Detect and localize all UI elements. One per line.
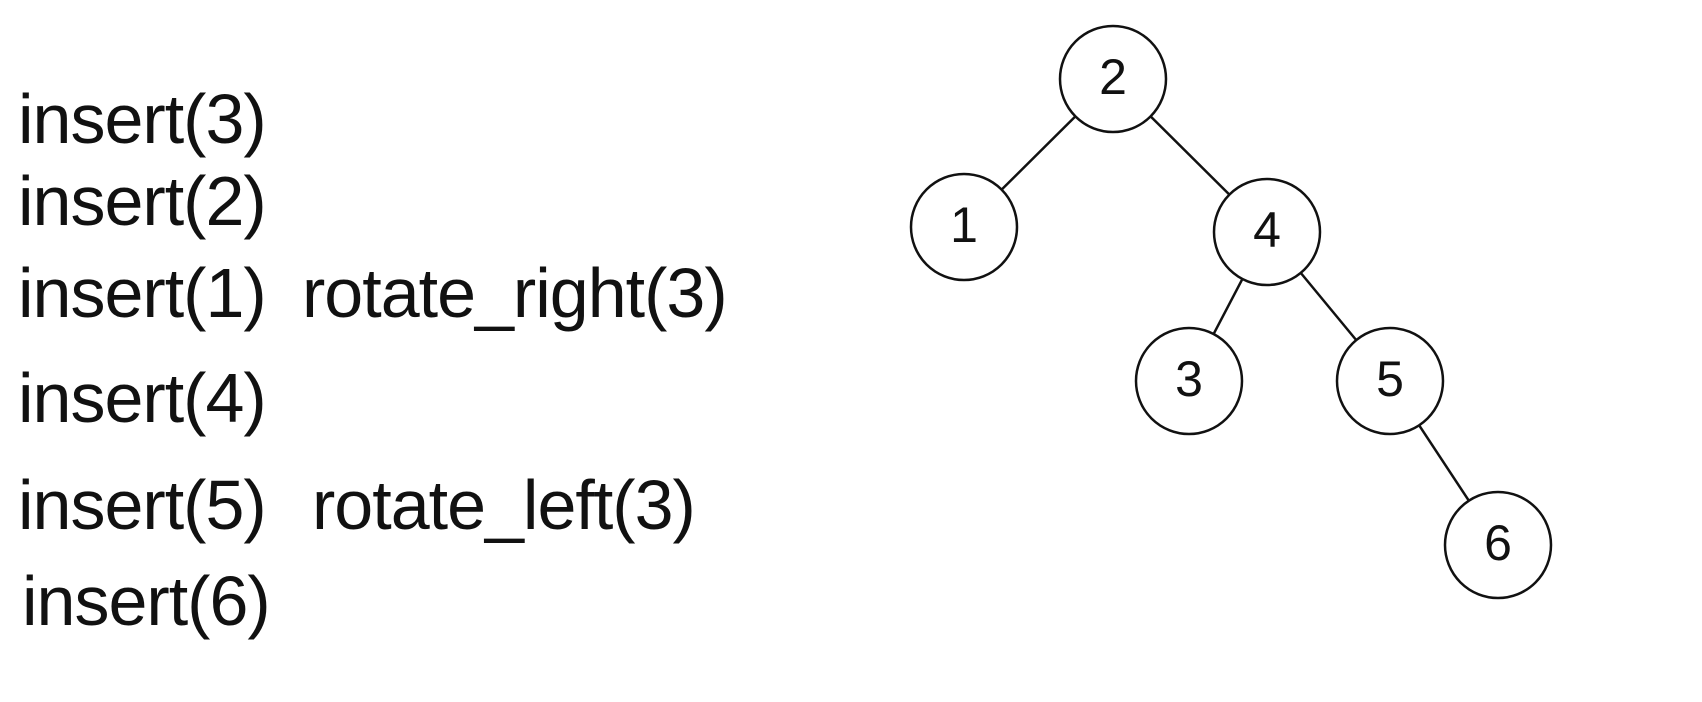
- tree-edge-4-3: [1212, 278, 1244, 335]
- tree-node-label: 4: [1253, 202, 1281, 258]
- tree-node-circle: [1443, 490, 1553, 600]
- insert-op-3: insert(1): [18, 254, 267, 332]
- tree-node-circle: [1335, 326, 1445, 436]
- tree-node-label: 6: [1484, 515, 1512, 571]
- tree-node-circle: [1058, 24, 1168, 134]
- tree-node-2: 2: [1058, 24, 1168, 134]
- tree-node-circle: [1134, 326, 1244, 436]
- tree-edge-2-4: [1149, 115, 1231, 196]
- tree-edge-4-5: [1299, 272, 1358, 341]
- tree-node-label: 2: [1099, 49, 1127, 105]
- tree-node-6: 6: [1443, 490, 1553, 600]
- insert-op-2: insert(2): [18, 162, 267, 240]
- insert-op-4: insert(4): [18, 359, 267, 437]
- rotate-op-right: rotate_right(3): [302, 254, 728, 332]
- tree-node-label: 5: [1376, 351, 1404, 407]
- tree-node-1: 1: [909, 172, 1019, 282]
- rotate-op-left: rotate_left(3): [312, 466, 696, 544]
- tree-node-4: 4: [1212, 177, 1322, 287]
- tree-edges: [1000, 115, 1470, 502]
- tree-node-label: 1: [950, 197, 978, 253]
- tree-edge-5-6: [1418, 424, 1470, 502]
- insert-op-5: insert(5): [18, 466, 267, 544]
- tree-node-circle: [909, 172, 1019, 282]
- insert-op-6: insert(6): [22, 562, 271, 640]
- insert-op-1: insert(3): [18, 80, 267, 158]
- tree-node-5: 5: [1335, 326, 1445, 436]
- tree-nodes: 2 1 4 3 5 6: [909, 24, 1553, 600]
- tree-node-circle: [1212, 177, 1322, 287]
- tree-node-3: 3: [1134, 326, 1244, 436]
- tree-edge-2-1: [1000, 115, 1077, 191]
- tree-node-label: 3: [1175, 351, 1203, 407]
